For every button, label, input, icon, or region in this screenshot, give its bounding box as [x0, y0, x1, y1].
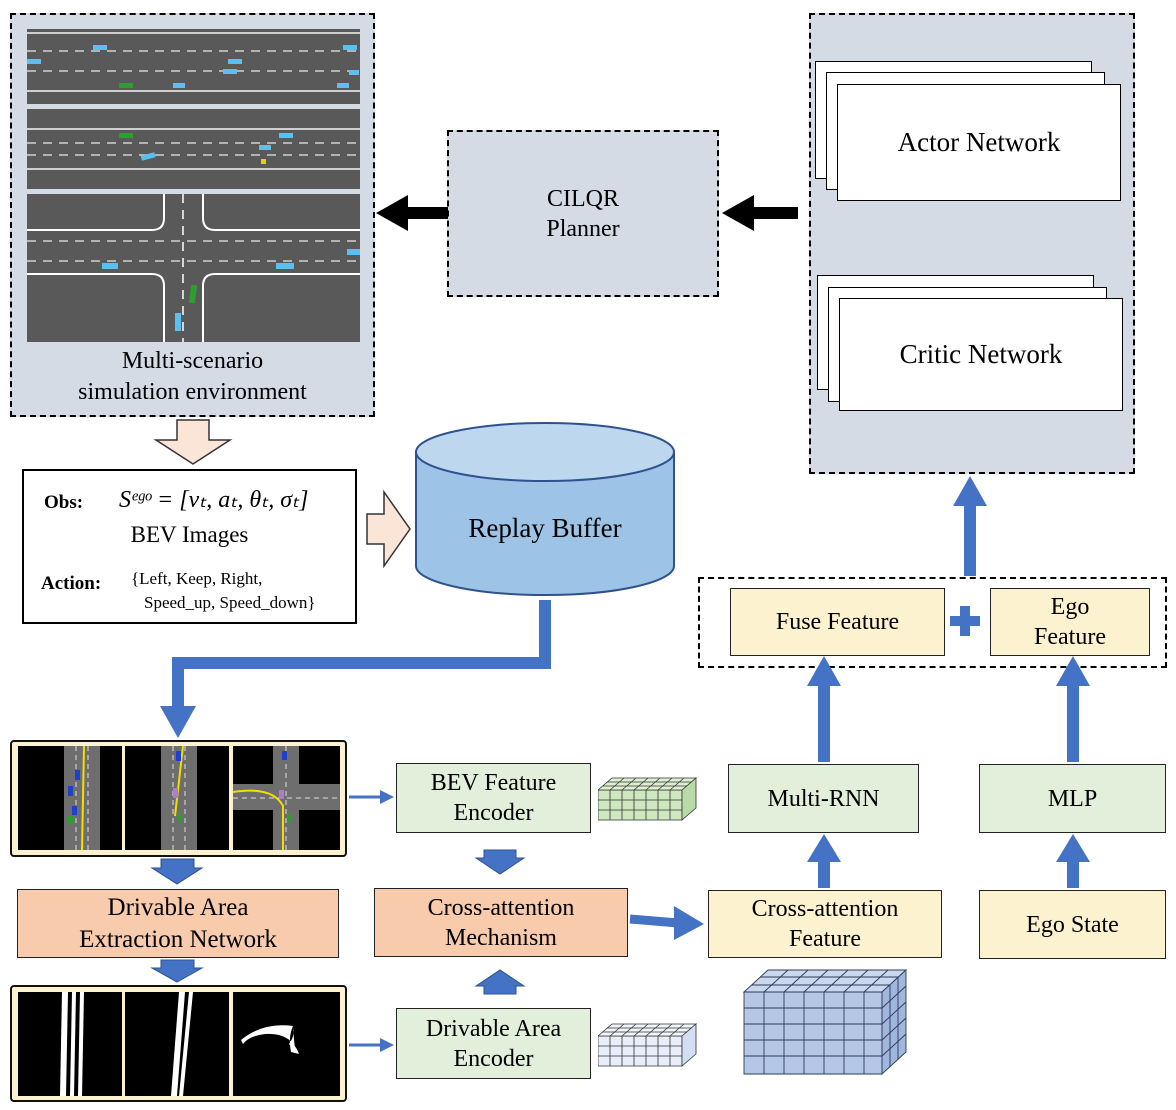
car-icon	[102, 263, 118, 269]
action-line1: {Left, Keep, Right,	[131, 569, 263, 588]
cross-attention-tensor-icon	[742, 968, 908, 1076]
car-icon	[276, 263, 294, 269]
car-icon	[223, 69, 237, 74]
planner-line2: Planner	[546, 215, 620, 242]
obs-to-buffer-hollow-arrow	[366, 489, 411, 569]
cross-feat-line2: Feature	[789, 926, 861, 952]
drivable-encoder-to-cross-arrow	[474, 969, 526, 995]
critic-network-label: Critic Network	[899, 338, 1063, 369]
ego-car-icon	[188, 284, 198, 304]
sim-label-line2: simulation environment	[78, 379, 307, 405]
bev-to-encoder-arrowhead	[380, 790, 394, 804]
car-icon	[349, 70, 359, 75]
car-icon	[27, 59, 41, 64]
planner-line1: CILQR	[547, 185, 619, 212]
feature-fusion-container	[698, 577, 1167, 668]
extraction-to-masks-arrow	[150, 959, 204, 983]
bev-to-extraction-arrow	[150, 858, 204, 885]
car-icon	[337, 83, 349, 88]
car-icon	[347, 249, 360, 255]
bev-feature-tensor-icon	[598, 777, 698, 821]
replay-buffer-label: Replay Buffer	[468, 513, 622, 543]
sim-label-line1: Multi-scenario	[121, 348, 264, 374]
drivable-mask-panel-3	[233, 992, 340, 1096]
ego-feature: Ego Feature	[990, 588, 1150, 656]
fuse-feature-label: Fuse Feature	[775, 609, 900, 635]
mlp-label: MLP	[1047, 785, 1098, 812]
extraction-line1: Drivable Area	[107, 894, 249, 922]
ego-state-label: Ego State	[1026, 911, 1119, 938]
masks-to-encoder-arrowhead	[380, 1038, 394, 1052]
state-to-mlp-arrowhead	[1056, 834, 1090, 862]
bev-images-label: BEV Images	[130, 522, 249, 547]
planner-to-sim-arrow	[376, 195, 448, 231]
drivable-feature-tensor-icon	[598, 1023, 698, 1067]
drivable-area-extraction-network: Drivable Area Extraction Network	[17, 889, 339, 958]
cross-mech-line1: Cross-attention	[427, 894, 575, 921]
drivable-mask-panel-1	[18, 992, 122, 1096]
extraction-line2: Extraction Network	[79, 925, 277, 953]
sim-to-obs-hollow-arrow	[153, 419, 233, 465]
drivable-encoder-line1: Drivable Area	[425, 1015, 562, 1042]
actor-network-label: Actor Network	[897, 126, 1061, 157]
actor-to-planner-arrow	[722, 195, 798, 231]
ego-car-icon	[119, 83, 133, 88]
drivable-encoder-line2: Encoder	[453, 1045, 534, 1072]
bev-encoder-line1: BEV Feature	[430, 770, 557, 796]
ego-feature-line1: Ego	[1050, 594, 1090, 620]
mech-to-feature-arrowhead	[674, 906, 704, 940]
bev-image-panel-1	[18, 746, 122, 850]
car-icon	[261, 159, 266, 164]
action-line2: Speed_up, Speed_down}	[144, 593, 316, 612]
fusion-to-actor-critic-arrowhead	[953, 476, 987, 506]
obs-formula: Sᵉᵍᵒ = [vₜ, aₜ, θₜ, σₜ]	[119, 487, 309, 513]
intersection-scene	[27, 194, 360, 342]
simulation-environment-label: Multi-scenario simulation environment	[10, 346, 375, 408]
bev-encoder-line2: Encoder	[453, 800, 534, 826]
cross-feat-line1: Cross-attention	[751, 896, 899, 922]
cross-mech-line2: Mechanism	[445, 924, 557, 951]
car-icon	[173, 83, 185, 88]
multi-rnn-label: Multi-RNN	[767, 785, 880, 812]
car-icon	[93, 45, 107, 50]
bev-feature-encoder: BEV Feature Encoder	[396, 763, 591, 833]
car-icon	[259, 145, 271, 150]
car-icon	[140, 152, 156, 161]
car-icon	[175, 313, 181, 331]
buffer-to-bev-arrowhead	[160, 706, 196, 738]
car-icon	[279, 133, 293, 138]
cilqr-planner: CILQR Planner	[447, 130, 719, 297]
ego-car-icon	[119, 133, 133, 138]
car-icon	[343, 45, 357, 50]
multi-rnn: Multi-RNN	[728, 764, 919, 833]
obs-label: Obs:	[44, 492, 84, 513]
ego-state: Ego State	[979, 890, 1166, 959]
plus-icon	[950, 606, 980, 636]
replay-buffer-cylinder	[415, 422, 675, 596]
drivable-mask-panel-2	[125, 992, 229, 1096]
bev-encoder-to-cross-arrow	[474, 849, 526, 875]
highway-scene-1	[27, 29, 360, 104]
action-label: Action:	[41, 573, 102, 594]
cross-attention-feature: Cross-attention Feature	[708, 890, 942, 958]
feature-to-rnn-arrowhead	[807, 834, 841, 862]
cross-attention-mechanism: Cross-attention Mechanism	[374, 888, 628, 957]
bev-image-panel-3	[233, 746, 340, 850]
bev-image-panel-2	[125, 746, 229, 850]
mlp: MLP	[979, 764, 1166, 833]
drivable-area-encoder: Drivable Area Encoder	[396, 1008, 591, 1079]
critic-network: Critic Network	[839, 298, 1123, 411]
highway-scene-2	[27, 109, 360, 189]
observation-action-box: Obs: Sᵉᵍᵒ = [vₜ, aₜ, θₜ, σₜ] BEV Images …	[22, 469, 357, 624]
car-icon	[228, 59, 242, 64]
actor-network: Actor Network	[837, 84, 1121, 201]
fuse-feature: Fuse Feature	[730, 588, 945, 656]
ego-feature-line2: Feature	[1034, 624, 1106, 650]
